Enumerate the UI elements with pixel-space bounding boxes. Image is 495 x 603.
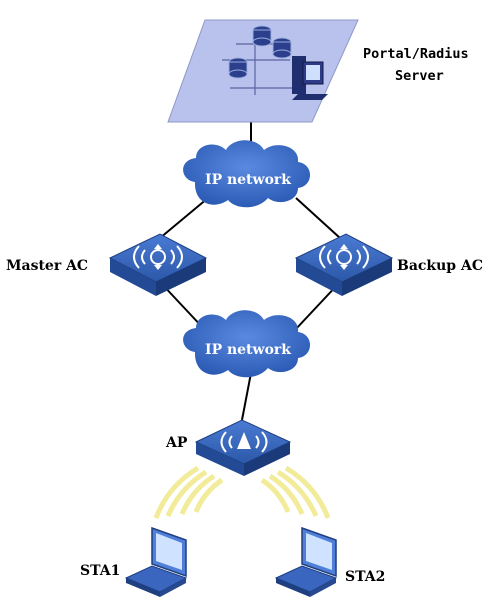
server-label-line2: Server	[395, 68, 444, 84]
wireless-signal-left	[153, 465, 224, 519]
server-label-line1: Portal/Radius	[363, 46, 469, 62]
master-ac-label: Master AC	[6, 258, 89, 274]
access-point-device	[194, 419, 292, 476]
laptop-sta2-icon	[274, 526, 338, 597]
link-network-master	[159, 197, 209, 239]
ip-network-cloud-top	[183, 140, 310, 208]
backup-ac-label: Backup AC	[397, 258, 483, 274]
ip-network-label-bottom: IP network	[205, 342, 291, 358]
link-network-backup	[295, 197, 341, 239]
wireless-signal-right	[260, 465, 331, 519]
ip-network-cloud-bottom	[183, 310, 310, 378]
backup-ac-device	[294, 233, 394, 296]
sta2-label: STA2	[345, 569, 386, 585]
sta1-label: STA1	[80, 563, 121, 579]
link-network-ap	[241, 372, 252, 421]
laptop-sta1-icon	[124, 526, 188, 597]
master-ac-device	[108, 233, 208, 296]
ip-network-label-top: IP network	[205, 172, 291, 188]
ap-label: AP	[166, 435, 188, 451]
server-icon	[167, 19, 359, 123]
